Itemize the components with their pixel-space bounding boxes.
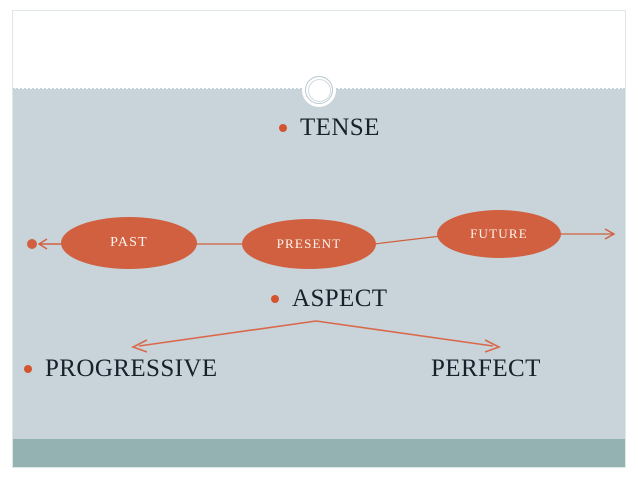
circle-inner-ring-2 (307, 78, 331, 102)
node-future[interactable]: FUTURE (437, 210, 561, 258)
heading-tense: TENSE (279, 114, 380, 142)
heading-aspect-label: ASPECT (292, 285, 388, 312)
node-perfect: PERFECT (431, 355, 541, 383)
heading-tense-label: TENSE (300, 114, 380, 141)
node-past-label: PAST (110, 235, 148, 250)
node-future-label: FUTURE (470, 226, 528, 241)
slide-footer-bar (13, 439, 625, 467)
heading-aspect: ASPECT (271, 285, 387, 313)
bullet-icon-aspect (271, 295, 279, 303)
bullet-icon-tense (279, 124, 287, 132)
node-progressive: PROGRESSIVE (24, 355, 218, 383)
node-present[interactable]: PRESENT (242, 219, 376, 269)
node-past[interactable]: PAST (61, 217, 197, 269)
bullet-icon-progressive (24, 365, 32, 373)
circle-inner-ring (305, 76, 333, 104)
node-perfect-label: PERFECT (431, 355, 541, 382)
slide-canvas: TENSE PAST PRESENT FUTURE ASPECT PROGRES… (12, 10, 626, 468)
node-present-label: PRESENT (276, 236, 342, 251)
circle-decoration-icon (302, 73, 336, 107)
node-progressive-label: PROGRESSIVE (45, 355, 218, 382)
